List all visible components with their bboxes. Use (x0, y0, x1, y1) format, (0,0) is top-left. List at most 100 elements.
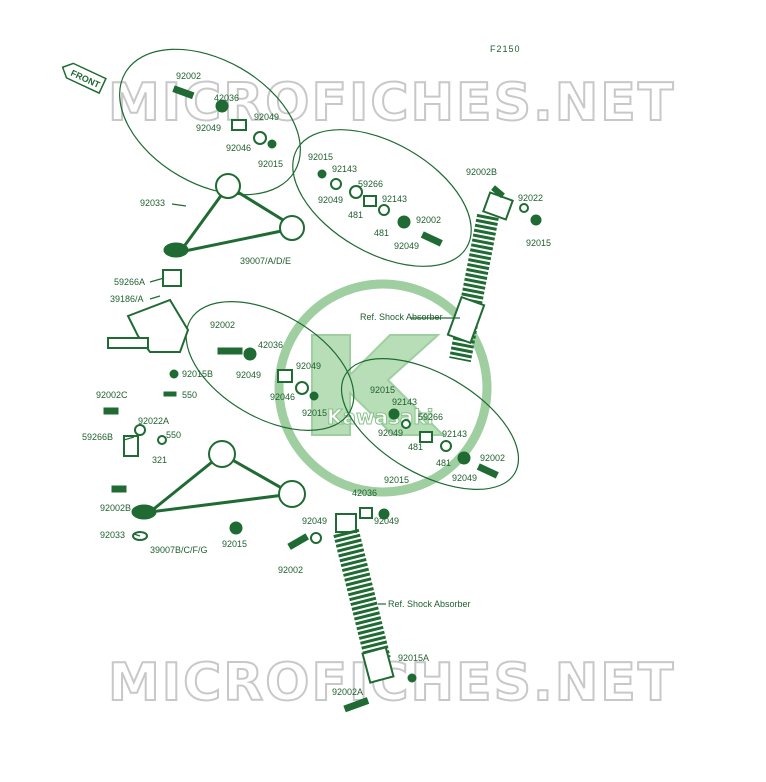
washer-part (310, 532, 322, 544)
part-label: 92033 (100, 530, 125, 540)
part-label: 92002 (176, 71, 201, 81)
kawasaki-logo: Kawasaki (274, 279, 492, 497)
part-label: 92143 (392, 397, 417, 407)
part-label: 92046 (226, 143, 251, 153)
watermark-top: MICROFICHES.NET (108, 73, 675, 133)
part-label: 92022A (138, 416, 169, 426)
part-label: 92002A (332, 687, 363, 697)
bushing-part (253, 131, 267, 145)
bolt-part (476, 463, 499, 479)
kawasaki-logo-text: Kawasaki (327, 405, 434, 429)
washer-part (401, 419, 411, 429)
part-label: 92015A (398, 653, 429, 663)
part-label: 92015 (384, 475, 409, 485)
nut-part (215, 99, 229, 113)
front-arrow-icon: FRONT (61, 62, 107, 95)
lower-left-bushing-group (185, 301, 355, 431)
washer-part (134, 424, 146, 436)
nut-part (397, 215, 411, 229)
part-label: 92049 (374, 516, 399, 526)
part-label: 39007/A/D/E (240, 256, 291, 266)
figure-code: F2150 (490, 44, 521, 54)
collar-part (231, 119, 247, 131)
part-label: 92143 (382, 194, 407, 204)
ball-joint-part (123, 435, 139, 457)
part-label: 92002 (480, 453, 505, 463)
bolt-part (172, 85, 195, 100)
collar-part (363, 195, 377, 207)
part-label: 92049 (318, 195, 343, 205)
lower-shock-absorber (333, 513, 395, 684)
nut-part (388, 408, 400, 420)
part-label: 550 (182, 390, 197, 400)
part-label: 481 (408, 442, 423, 452)
part-label: Ref. Shock Absorber (360, 312, 443, 322)
bushing-part (295, 381, 309, 395)
part-label: 481 (374, 228, 389, 238)
bolt-part (111, 485, 127, 493)
collar-part (419, 431, 433, 443)
part-label: 59266B (82, 432, 113, 442)
part-label: 92049 (452, 473, 477, 483)
part-label: 59266 (418, 412, 443, 422)
part-label: 92049 (394, 241, 419, 251)
nut-part (407, 673, 417, 683)
part-label: 481 (348, 210, 363, 220)
washer-part (267, 139, 277, 149)
nut-part (243, 347, 257, 361)
part-label: 92143 (332, 164, 357, 174)
part-label: 92049 (254, 112, 279, 122)
part-label: 42036 (352, 488, 377, 498)
part-label: 92015B (182, 369, 213, 379)
washer-part (519, 203, 529, 213)
part-label: 59266A (114, 277, 145, 287)
part-label: 92002 (416, 215, 441, 225)
part-label: 92002 (278, 565, 303, 575)
part-label: 92049 (196, 123, 221, 133)
part-label: 92002 (210, 320, 235, 330)
part-label: 92015 (370, 385, 395, 395)
part-label: 92015 (302, 408, 327, 418)
nut-part (169, 369, 179, 379)
part-label: Ref. Shock Absorber (388, 599, 471, 609)
part-label: 92022 (518, 193, 543, 203)
part-label: 92015 (308, 152, 333, 162)
washer-part (378, 204, 390, 216)
bolt-part (103, 407, 119, 415)
nut-part (378, 508, 390, 520)
part-label: 92049 (378, 428, 403, 438)
leader-lines (123, 203, 460, 605)
steering-knuckle (107, 298, 190, 353)
part-label: 42036 (258, 340, 283, 350)
part-label: 92046 (270, 392, 295, 402)
part-label: 39186/A (110, 294, 144, 304)
part-label: 92049 (296, 361, 321, 371)
watermark-bottom: MICROFICHES.NET (108, 653, 675, 713)
washer-part (309, 391, 319, 401)
upper-right-bushing-group (292, 129, 472, 267)
collar-part (277, 369, 293, 383)
washer-part (440, 440, 452, 452)
part-label: 321 (152, 455, 167, 465)
part-label: 481 (436, 458, 451, 468)
nut-part (530, 214, 542, 226)
part-label: 92049 (236, 370, 261, 380)
part-label: 92002B (466, 167, 497, 177)
collar-part (359, 507, 373, 519)
bolt-part (343, 697, 370, 713)
part-label: 550 (166, 430, 181, 440)
part-label: 92002B (100, 503, 131, 513)
washer-part (157, 435, 167, 445)
part-label: 92049 (302, 516, 327, 526)
part-label: 92015 (526, 238, 551, 248)
part-label: 59266 (358, 179, 383, 189)
part-label: 92015 (222, 539, 247, 549)
part-label: 92143 (442, 429, 467, 439)
lower-a-arm (131, 440, 306, 535)
nut-part (317, 169, 327, 179)
washer-part (330, 178, 342, 190)
ball-joint-part (162, 269, 182, 287)
part-label: 92002C (96, 390, 128, 400)
